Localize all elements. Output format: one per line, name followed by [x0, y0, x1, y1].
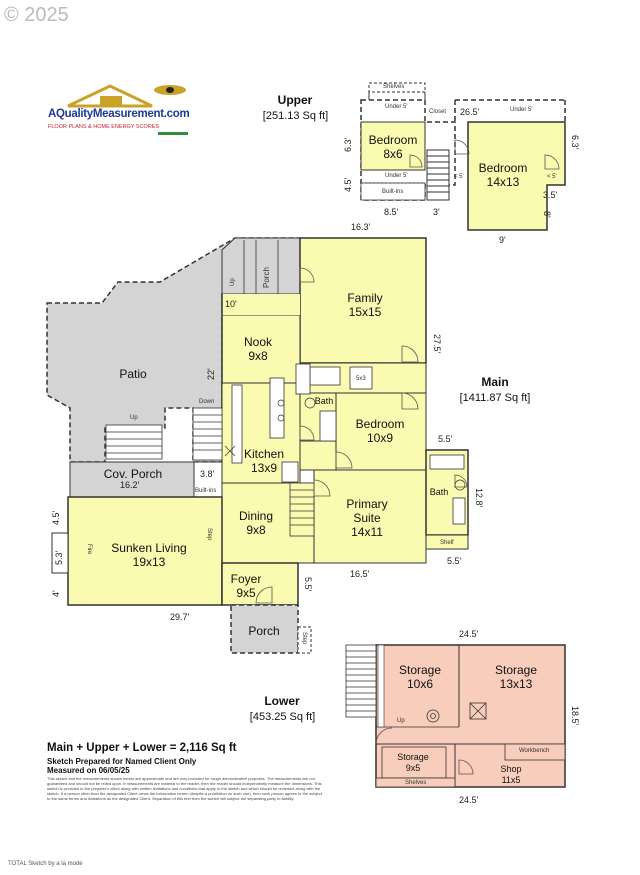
upper-dim-top-right: 26.5' [460, 107, 480, 117]
upper-dim-bottom-stair: 3' [433, 207, 440, 217]
bath-1-label: Bath [314, 396, 334, 406]
porch-bottom-label: Porch [248, 624, 280, 638]
lower-shelves-label: Shelves [405, 780, 427, 786]
logo-brand-text: AQualityMeasurement.com [48, 108, 190, 120]
main-dim-5-3: 5.3' [54, 550, 64, 565]
logo-tagline: FLOOR PLANS & HOME ENERGY SCORES [48, 124, 160, 130]
lower-level-area: [453.25 Sq ft] [249, 711, 316, 723]
main-dim-16-2: 16.2' [120, 480, 140, 490]
lower-floor-plan [345, 644, 566, 788]
measured-date: Measured on 06/05/25 [47, 766, 130, 775]
upper-lt5-b: < 5' [547, 174, 557, 180]
main-level-title: Main [481, 375, 509, 389]
lower-shop-label: Shop 11x5 [500, 764, 522, 785]
upper-floor-plan [360, 82, 566, 231]
dining-label: Dining 9x8 [238, 509, 274, 537]
upper-shelves [368, 82, 426, 93]
main-dim-5-5-foyer: 5.5' [303, 577, 313, 592]
house-logo-icon [67, 84, 186, 108]
main-dim-16-5: 16.5' [350, 569, 370, 579]
upper-dim-right-notch: 3.5' [543, 190, 558, 200]
upper-closet-label: Closet [429, 109, 447, 115]
porch-step-label: Step [301, 632, 307, 645]
fireplace-label: Fire [86, 544, 92, 555]
main-dim-3-8: 3.8' [200, 469, 215, 479]
main-dim-5-5-bottom: 5.5' [447, 556, 462, 566]
foyer-label: Foyer 9x5 [230, 572, 262, 600]
foyer [221, 562, 299, 606]
lower-dim-right: 18.5' [570, 706, 580, 726]
primary-suite [313, 469, 427, 564]
upper-under5-a: Under 5' [385, 104, 408, 110]
logo-bar-green [158, 132, 188, 135]
covered-porch-label: Cov. Porch [103, 467, 163, 481]
upper-bedroom-2 [467, 121, 566, 231]
main-dim-29-7: 29.7' [170, 612, 190, 622]
lower-dim-top: 24.5' [459, 629, 479, 639]
upper-dim-right-lower: 8' [542, 211, 552, 218]
family [299, 237, 427, 364]
upper-level-title: Upper [277, 93, 313, 107]
disclaimer-text: This sketch and the measurements shown h… [47, 776, 322, 801]
upper-stairs [426, 149, 450, 201]
lower-storage-3-label: Storage 9x5 [397, 752, 429, 773]
total-area-summary: Main + Upper + Lower = 2,116 Sq ft [47, 742, 237, 754]
kitchen-label: Kitchen 13x9 [243, 447, 285, 475]
company-logo: AQualityMeasurement.com FLOOR PLANS & HO… [48, 82, 193, 140]
sunken-living-label: Sunken Living 19x13 [111, 541, 187, 569]
upper-level-area: [251.13 Sq ft] [262, 110, 329, 122]
upper-dim-right: 6.3' [570, 135, 580, 150]
main-floor-plan [46, 237, 469, 654]
main-dim-4-5: 4.5' [51, 510, 61, 525]
sketch-client-note: Sketch Prepared for Named Client Only [47, 757, 197, 766]
upper-bedroom-1 [360, 121, 426, 171]
upper-dim-bottom-16: 16.3' [351, 222, 371, 232]
family-label: Family 15x15 [347, 291, 383, 319]
lower-up-label: Up [397, 718, 405, 724]
sunken-living [67, 496, 223, 606]
patio-down-label: Down [199, 399, 215, 405]
upper-lt5-a: < 5' [454, 174, 464, 180]
main-dim-22: 22' [206, 368, 216, 380]
main-dim-10: 10' [225, 299, 237, 309]
upper-builtins-label: Built-ins [382, 189, 404, 195]
lower-storage-1-label: Storage 10x6 [398, 663, 442, 691]
upper-bedroom-1-label: Bedroom 8x6 [368, 133, 418, 161]
upper-dim-left-top: 6.3' [343, 137, 353, 152]
shelf-label: Shelf [440, 540, 454, 546]
main-dim-4: 4' [51, 590, 61, 597]
upper-bedroom-2-label: Bedroom 14x13 [478, 161, 528, 189]
builtins-label: Built-ins [195, 488, 217, 494]
upper-dim-bottom-left: 8.5' [384, 207, 399, 217]
lower-level-title: Lower [264, 694, 300, 708]
lower-storage-2-label: Storage 13x13 [494, 663, 538, 691]
copyright-watermark: © 2025 [4, 4, 69, 26]
upper-dim-bottom-right: 9' [499, 235, 506, 245]
nook [221, 314, 301, 384]
patio-up-top: Up [230, 278, 236, 286]
upper-under5-c: Under 5' [510, 107, 533, 113]
main-stairs [289, 482, 315, 537]
primary-suite-label: Primary Suite 14x11 [346, 497, 388, 539]
patio-up-label: Up [130, 415, 138, 421]
lower-workbench-label: Workbench [519, 748, 550, 754]
bath-2-label: Bath [429, 487, 449, 497]
main-level-area: [1411.87 Sq ft] [459, 392, 531, 404]
main-dim-27-5: 27.5' [432, 334, 442, 354]
nook-label: Nook 9x8 [243, 335, 272, 363]
step-label: Step [206, 528, 212, 541]
main-dim-12-8: 12.8' [474, 488, 484, 508]
upper-shelves-label: Shelves [383, 84, 405, 90]
footer-credit: TOTAL Sketch by a la mode [8, 861, 83, 867]
covered-porch [69, 461, 195, 498]
laundry-5x3-label: 5x3 [356, 376, 366, 382]
main-dim-5-5-top: 5.5' [438, 434, 453, 444]
patio-label: Patio [119, 367, 147, 381]
bedroom-label: Bedroom 10x9 [355, 417, 405, 445]
upper-dim-left-bottom: 4.5' [343, 177, 353, 192]
upper-under5-b: Under 5' [385, 173, 408, 179]
porch-top-label: Porch [262, 267, 271, 288]
lower-dim-bottom: 24.5' [459, 795, 479, 805]
